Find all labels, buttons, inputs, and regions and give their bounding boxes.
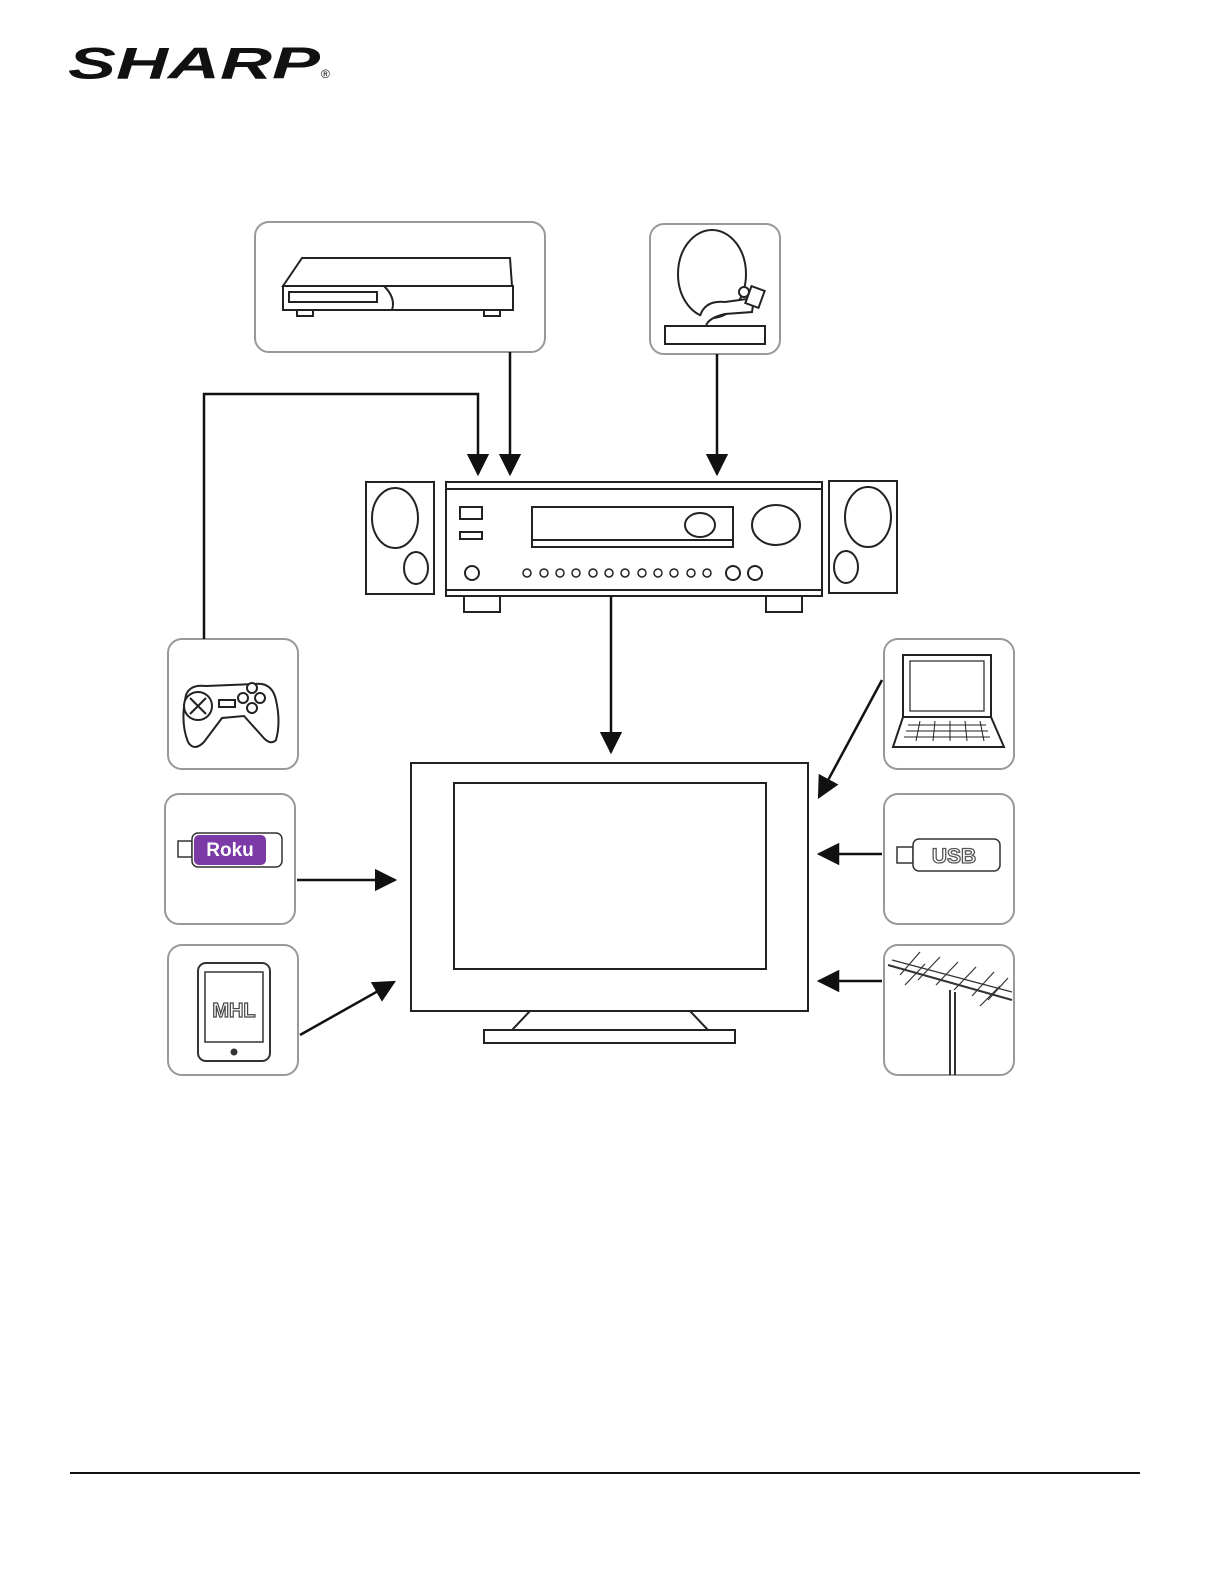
usb-stick-icon: USB [897,839,1000,871]
av-receiver [446,482,822,612]
roku-stick-icon: Roku [178,833,282,867]
antenna-tile [884,945,1014,1075]
roku-tile: Roku [165,794,295,924]
usb-tile: USB [884,794,1014,924]
right-speaker [829,481,897,593]
left-speaker [366,482,434,594]
game-console-to-receiver-arrow [204,394,478,639]
game-console-tile [168,639,298,769]
laptop-tile [884,639,1014,769]
mhl-tile: MHL [168,945,298,1075]
satellite-tile [650,224,780,354]
disc-player-icon [283,258,513,316]
television [411,763,808,1043]
tablet-icon: MHL [198,963,270,1061]
mhl-label: MHL [212,1000,255,1022]
disc-player-tile [255,222,545,352]
usb-label: USB [932,845,976,868]
mhl-to-tv-arrow [300,982,394,1035]
roku-label: Roku [206,840,254,861]
laptop-icon [893,655,1004,747]
footer-divider [70,1472,1140,1474]
laptop-to-tv-arrow [819,680,882,797]
